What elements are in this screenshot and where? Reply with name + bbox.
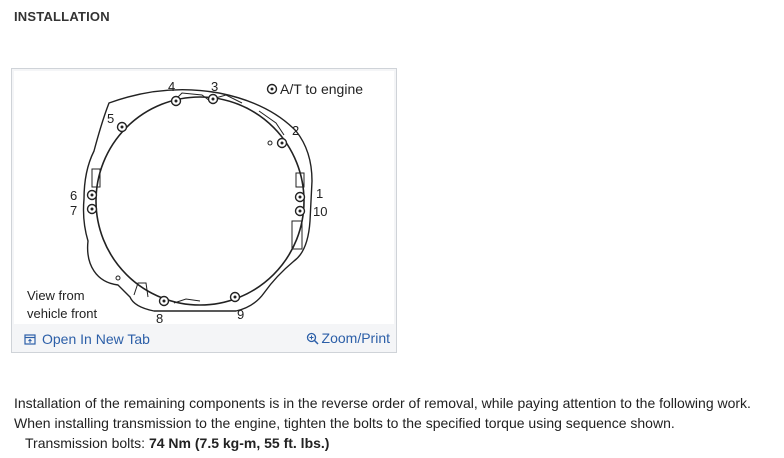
bolt-label-2: 2 [292, 123, 299, 138]
bolt-label-8: 8 [156, 311, 163, 324]
view-label-line1: View from [27, 288, 85, 303]
zoom-print-label: Zoom/Print [321, 330, 390, 346]
magnifier-icon [306, 332, 319, 345]
bolt-marker-4 [170, 95, 182, 107]
bolt-marker-2 [276, 137, 288, 149]
figure-card: 1 2 3 4 5 6 7 8 9 10 A/T to engine View … [11, 68, 397, 353]
legend-label: A/T to engine [280, 81, 363, 97]
housing-outline [82, 88, 313, 312]
instructions: Installation of the remaining components… [14, 393, 751, 453]
open-in-new-tab-icon [24, 333, 37, 346]
instruction-line-1: Installation of the remaining components… [14, 395, 751, 411]
figure-card-footer: Open In New Tab Zoom/Print [12, 326, 396, 352]
bolt-marker-8 [158, 295, 170, 307]
bolt-marker-7 [86, 203, 98, 215]
bolt-label-1: 1 [316, 186, 323, 201]
bolt-sequence-diagram[interactable]: 1 2 3 4 5 6 7 8 9 10 A/T to engine View … [14, 71, 394, 324]
view-label-line2: vehicle front [27, 306, 97, 321]
bolt-label-5: 5 [107, 111, 114, 126]
bolt-label-3: 3 [211, 79, 218, 94]
open-in-new-tab-link[interactable]: Open In New Tab [24, 331, 150, 347]
torque-label: Transmission bolts: [25, 435, 149, 451]
housing-bore [95, 96, 305, 306]
bolt-marker-6 [86, 189, 98, 201]
torque-value: 74 Nm (7.5 kg-m, 55 ft. lbs.) [148, 435, 330, 451]
instruction-line-2: When installing transmission to the engi… [14, 415, 675, 431]
bolt-label-9: 9 [237, 307, 244, 322]
section-title: INSTALLATION [14, 9, 110, 24]
bolt-marker-1 [294, 191, 306, 203]
bolt-label-10: 10 [313, 204, 327, 219]
bolt-label-4: 4 [168, 79, 175, 94]
bolt-marker-9 [229, 291, 241, 303]
torque-spec: Transmission bolts: 74 Nm (7.5 kg-m, 55 … [14, 433, 751, 453]
open-in-new-tab-label: Open In New Tab [42, 331, 150, 347]
legend-bolt-icon [266, 83, 278, 95]
bolt-marker-10 [294, 205, 306, 217]
bolt-marker-5 [116, 121, 128, 133]
bolt-label-6: 6 [70, 188, 77, 203]
bolt-label-7: 7 [70, 203, 77, 218]
bolt-marker-3 [207, 93, 219, 105]
zoom-print-link[interactable]: Zoom/Print [306, 330, 390, 346]
